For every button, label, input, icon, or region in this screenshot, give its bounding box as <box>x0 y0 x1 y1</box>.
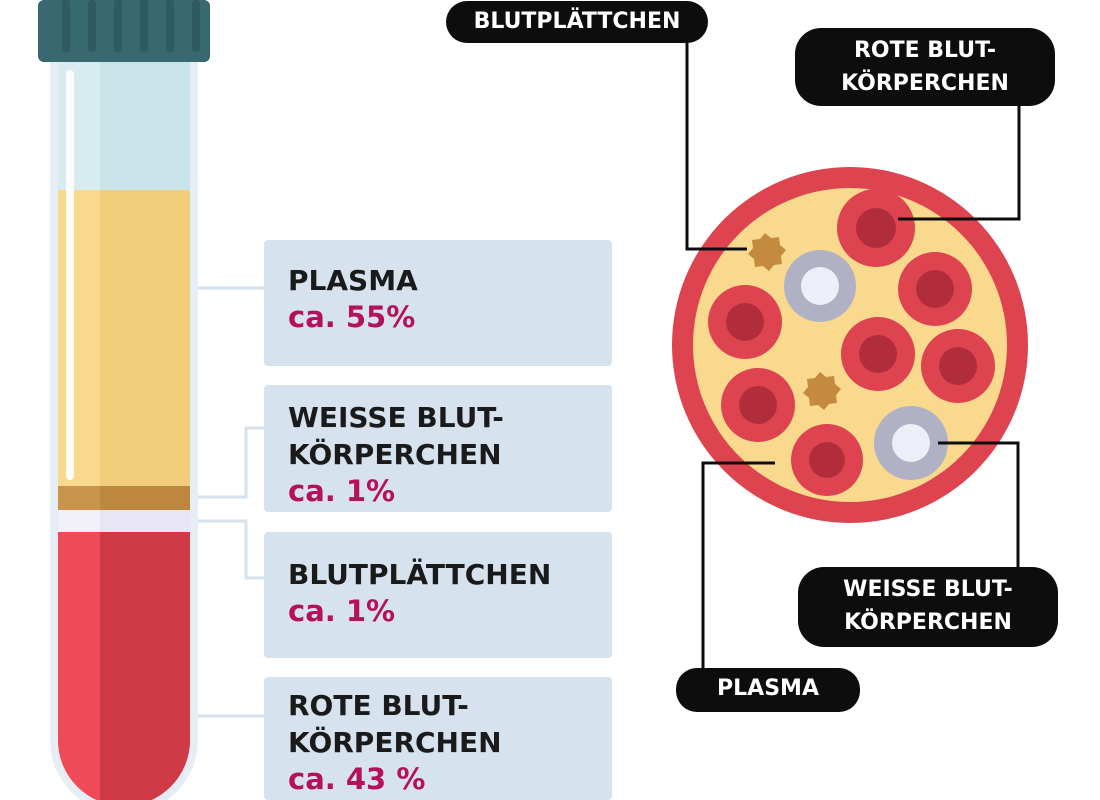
info-box-value: ca. 55% <box>288 300 416 334</box>
info-box-value: ca. 1% <box>288 474 396 508</box>
leader-platelets <box>685 40 747 251</box>
red-blood-cell <box>898 252 972 326</box>
platelet <box>803 372 841 410</box>
red-blood-cells <box>708 189 995 496</box>
info-box-title: WEISSE BLUT- KÖRPERCHEN <box>288 401 504 471</box>
callout-white-cells: WEISSE BLUT- KÖRPERCHEN <box>798 567 1058 647</box>
info-box-platelets: BLUTPLÄTTCHEN ca. 1% <box>264 532 612 658</box>
red-blood-cell <box>921 329 995 403</box>
leader-plasma <box>701 461 775 670</box>
info-box-value: ca. 43 % <box>288 762 426 796</box>
leader-white-cells <box>938 441 1020 575</box>
connector-platelets <box>198 519 264 580</box>
red-blood-cell <box>721 368 795 442</box>
callout-plasma: PLASMA <box>676 668 860 712</box>
test-tube-illustration <box>38 0 210 800</box>
platelet <box>748 233 786 271</box>
connector-white-cells <box>198 426 264 499</box>
red-blood-cell <box>708 285 782 359</box>
info-box-title: ROTE BLUT- KÖRPERCHEN <box>288 689 502 759</box>
info-box-value: ca. 1% <box>288 594 396 628</box>
white-blood-cell <box>874 406 948 480</box>
callout-red-cells: ROTE BLUT- KÖRPERCHEN <box>795 28 1055 106</box>
platelets <box>748 233 841 410</box>
info-box-red-cells: ROTE BLUT- KÖRPERCHEN ca. 43 % <box>264 677 612 800</box>
callout-platelets: BLUTPLÄTTCHEN <box>446 1 708 43</box>
white-blood-cells <box>784 250 948 480</box>
tube-highlight <box>66 70 74 480</box>
info-box-white-cells: WEISSE BLUT- KÖRPERCHEN ca. 1% <box>264 385 612 512</box>
white-blood-cell <box>784 250 856 322</box>
info-box-title: PLASMA <box>288 264 418 297</box>
red-blood-cell <box>791 424 863 496</box>
red-blood-cell <box>837 189 915 267</box>
info-box-title: BLUTPLÄTTCHEN <box>288 558 552 591</box>
red-blood-cell <box>841 317 915 391</box>
info-box-plasma: PLASMA ca. 55% <box>264 240 612 366</box>
leader-red-cells <box>898 105 1021 221</box>
